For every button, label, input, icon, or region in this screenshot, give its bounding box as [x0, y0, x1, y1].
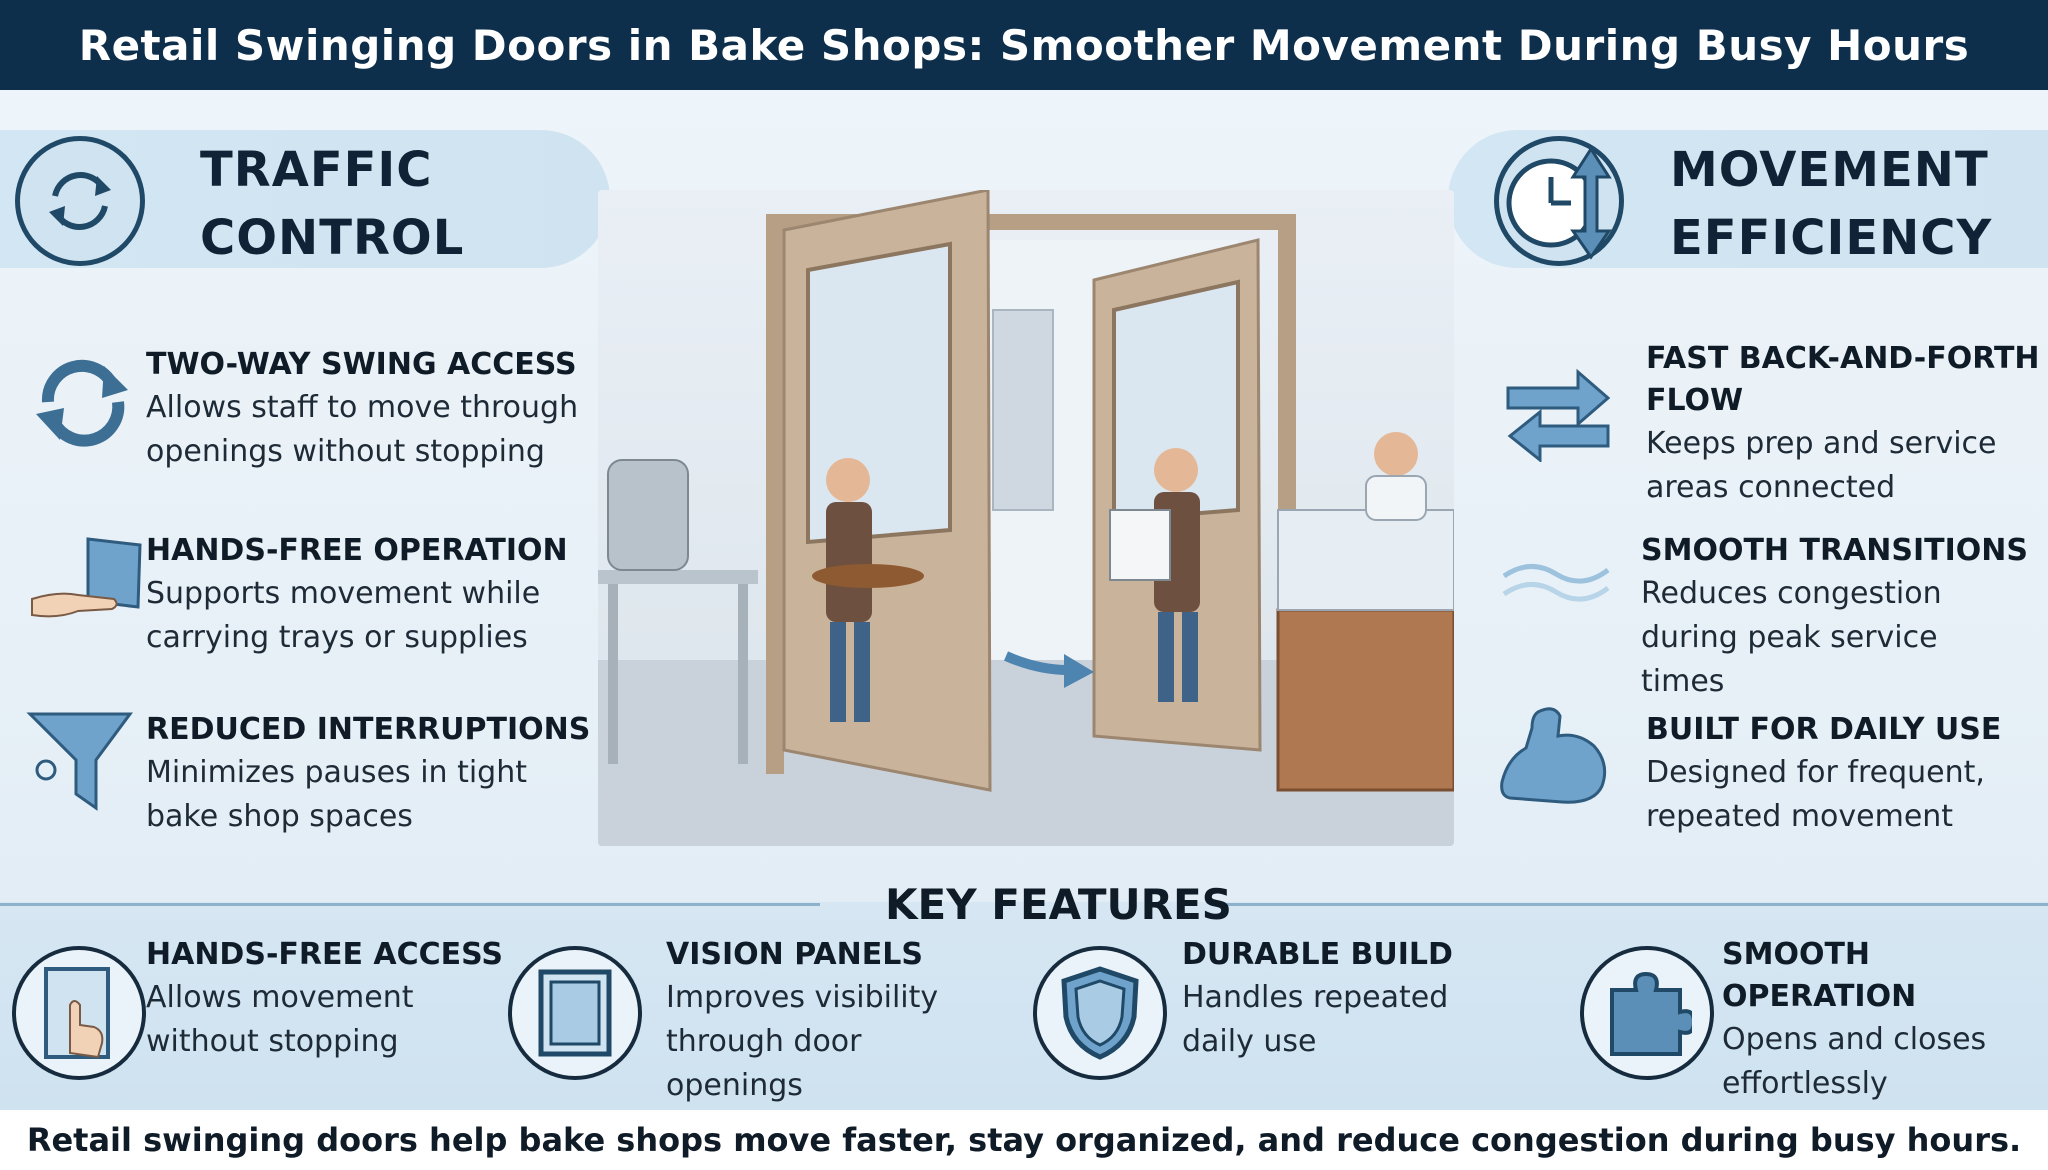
feature-desc: Supports movement while — [146, 576, 541, 611]
refresh-cycle-icon — [15, 136, 145, 266]
feature-fast-back-forth: FAST BACK-AND-FORTH FLOW Keeps prep and … — [1646, 338, 2040, 510]
divider — [1215, 903, 2048, 906]
page-title: Retail Swinging Doors in Bake Shops: Smo… — [78, 20, 1970, 70]
feature-title: SMOOTH TRANSITIONS — [1641, 533, 2028, 568]
flexed-arm-icon — [1498, 702, 1612, 812]
feature-desc: during peak service — [1641, 620, 1938, 655]
feature-two-way-swing: TWO-WAY SWING ACCESS Allows staff to mov… — [146, 344, 578, 474]
clock-arrows-icon — [1494, 136, 1624, 266]
wave-lines-icon — [1500, 552, 1610, 616]
shield-icon — [1033, 946, 1167, 1080]
feature-title: TWO-WAY SWING ACCESS — [146, 347, 577, 382]
feature-desc: openings — [666, 1068, 803, 1103]
movement-title-line1: MOVEMENT — [1670, 142, 1989, 198]
feature-title: HANDS-FREE OPERATION — [146, 533, 568, 568]
door-touch-icon — [12, 946, 146, 1080]
feature-title: FLOW — [1646, 383, 1744, 418]
feature-desc: daily use — [1182, 1024, 1317, 1059]
header-bar: Retail Swinging Doors in Bake Shops: Smo… — [0, 0, 2048, 90]
feature-hands-free-operation: HANDS-FREE OPERATION Supports movement w… — [146, 530, 568, 660]
feature-desc: Handles repeated — [1182, 980, 1449, 1015]
movement-title-line2: EFFICIENCY — [1670, 210, 1993, 266]
feature-desc: Reduces congestion — [1641, 576, 1942, 611]
feature-desc: Allows movement — [146, 980, 414, 1015]
key-feature-smooth-operation: SMOOTH OPERATION Opens and closes effort… — [1722, 934, 1986, 1106]
feature-desc: without stopping — [146, 1024, 399, 1059]
funnel-icon — [26, 710, 136, 824]
feature-title: BUILT FOR DAILY USE — [1646, 712, 2002, 747]
feature-desc: openings without stopping — [146, 434, 545, 469]
window-panel-icon — [508, 946, 642, 1080]
feature-desc: Opens and closes — [1722, 1022, 1987, 1057]
traffic-title-line1: TRAFFIC — [200, 142, 433, 198]
feature-desc: Minimizes pauses in tight — [146, 755, 527, 790]
two-way-arrows-icon — [28, 350, 138, 454]
feature-desc: bake shop spaces — [146, 799, 413, 834]
feature-desc: areas connected — [1646, 470, 1896, 505]
feature-title: FAST BACK-AND-FORTH — [1646, 341, 2040, 376]
feature-smooth-transitions: SMOOTH TRANSITIONS Reduces congestion du… — [1641, 530, 2028, 704]
back-forth-arrows-icon — [1504, 366, 1614, 466]
feature-desc: times — [1641, 664, 1725, 699]
key-features-title: KEY FEATURES — [885, 880, 1232, 929]
hand-push-icon — [28, 535, 148, 629]
puzzle-icon — [1580, 946, 1714, 1080]
traffic-title-line2: CONTROL — [200, 210, 465, 266]
feature-title: VISION PANELS — [666, 937, 923, 972]
feature-desc: Allows staff to move through — [146, 390, 579, 425]
feature-desc: effortlessly — [1722, 1066, 1888, 1101]
feature-desc: Keeps prep and service — [1646, 426, 1997, 461]
feature-built-daily-use: BUILT FOR DAILY USE Designed for frequen… — [1646, 709, 2001, 839]
feature-title: REDUCED INTERRUPTIONS — [146, 712, 591, 747]
feature-desc: through door — [666, 1024, 862, 1059]
key-feature-hands-free-access: HANDS-FREE ACCESS Allows movement withou… — [146, 934, 503, 1064]
bakery-door-illustration — [598, 190, 1454, 846]
feature-title: DURABLE BUILD — [1182, 937, 1453, 972]
footer-bar: Retail swinging doors help bake shops mo… — [0, 1110, 2048, 1170]
divider — [0, 903, 820, 906]
key-feature-durable-build: DURABLE BUILD Handles repeated daily use — [1182, 934, 1453, 1064]
feature-desc: repeated movement — [1646, 799, 1954, 834]
feature-desc: Improves visibility — [666, 980, 939, 1015]
key-feature-vision-panels: VISION PANELS Improves visibility throug… — [666, 934, 938, 1108]
feature-desc: carrying trays or supplies — [146, 620, 528, 655]
feature-desc: Designed for frequent, — [1646, 755, 1985, 790]
feature-title: SMOOTH — [1722, 937, 1871, 972]
feature-title: OPERATION — [1722, 979, 1917, 1014]
footer-summary: Retail swinging doors help bake shops mo… — [26, 1121, 2022, 1159]
feature-title: HANDS-FREE ACCESS — [146, 937, 504, 972]
feature-reduced-interruptions: REDUCED INTERRUPTIONS Minimizes pauses i… — [146, 709, 590, 839]
